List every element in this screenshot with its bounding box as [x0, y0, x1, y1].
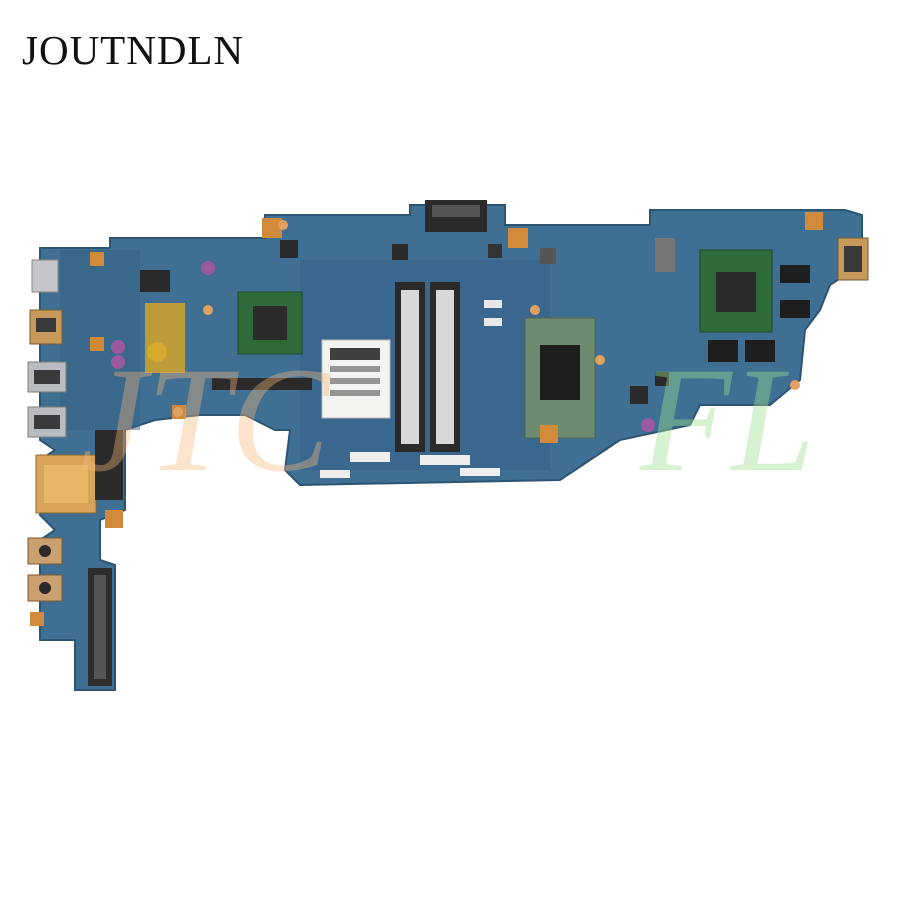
- brand-logo: JOUTNDLN: [22, 27, 245, 73]
- vram-chip-2: [780, 300, 810, 318]
- capacitor-3: [111, 355, 125, 369]
- watermark: JTC FL: [80, 340, 815, 500]
- capacitor-1: [201, 261, 215, 275]
- vram-chip-3: [708, 340, 738, 362]
- vram-chip-4: [745, 340, 775, 362]
- vram-chip-1: [780, 265, 810, 283]
- kapton-tape: [145, 303, 185, 373]
- watermark-text-left: JTC: [80, 340, 332, 500]
- capacitor-2: [111, 340, 125, 354]
- watermark-text-right: FL: [639, 340, 815, 500]
- cpu-die: [540, 345, 580, 400]
- capacitor-4: [641, 418, 655, 432]
- small-port-top: [31, 259, 59, 293]
